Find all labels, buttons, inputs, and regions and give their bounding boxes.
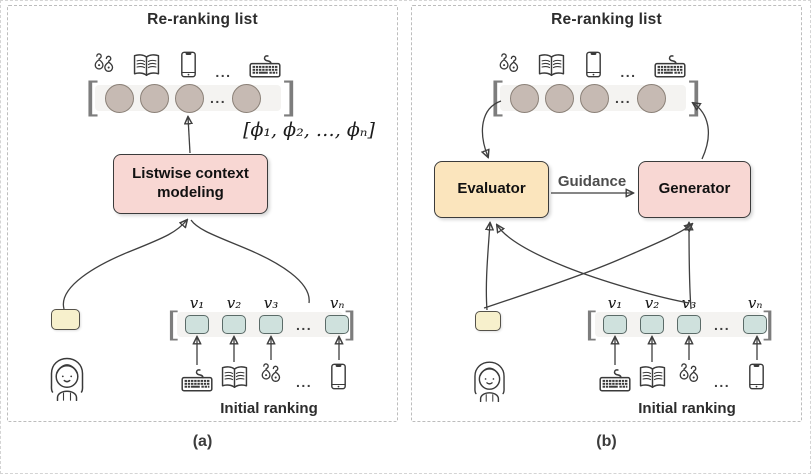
ellipsis: ... — [296, 316, 313, 333]
ellipsis: ... — [714, 374, 731, 390]
reranking-slots-a: ... — [95, 83, 281, 113]
bracket-close: ] — [686, 75, 702, 121]
evaluator-box: Evaluator — [434, 161, 549, 218]
bracket-open: [ — [490, 75, 506, 121]
item-slot: v₁ — [185, 296, 209, 334]
reranked-item-circle — [580, 83, 609, 113]
item-label: v₂ — [644, 294, 660, 312]
item-slot: v₂ — [640, 296, 664, 334]
bracket-open: [ — [167, 305, 181, 345]
item-slots-a: v₁ v₂ v₃... vₙ — [177, 296, 350, 337]
user-icon — [467, 357, 512, 402]
ellipsis: ... — [620, 64, 637, 80]
caption-a: (a) — [192, 433, 213, 450]
phone-icon — [178, 50, 199, 79]
initial-items-icon-row-a: ... — [177, 361, 361, 399]
phone-icon — [328, 362, 349, 391]
reranked-items-icon-row-a: ... — [77, 45, 297, 79]
reranked-item-circle — [545, 83, 574, 113]
item-slot: v₁ — [603, 296, 627, 334]
user-embedding-box-a — [51, 309, 80, 330]
reranked-item-circle — [510, 83, 539, 113]
keyboard-icon — [180, 367, 214, 393]
book-icon — [219, 364, 250, 391]
initial-ranking-label-a: Initial ranking — [220, 400, 318, 417]
item-label: v₁ — [189, 294, 205, 312]
phone-icon — [746, 362, 767, 391]
item-slot: v₂ — [222, 296, 246, 334]
earrings-icon — [677, 362, 700, 389]
reranking-slots-b: ... — [500, 83, 686, 113]
item-box — [259, 315, 283, 334]
item-box — [640, 315, 664, 334]
item-label: v₃ — [263, 294, 279, 312]
bracket-open: [ — [85, 75, 101, 121]
ellipsis: ... — [210, 90, 227, 106]
reranked-item-circle — [637, 83, 667, 113]
item-label: v₂ — [226, 294, 242, 312]
listwise-context-modeling-box: Listwise context modeling — [113, 154, 268, 214]
user-icon — [43, 353, 91, 401]
phi-scores-label: [ϕ₁, ϕ₂, …, ϕₙ] — [243, 119, 375, 141]
item-box — [677, 315, 701, 334]
reranked-items-icon-row-b: ... — [482, 45, 702, 79]
item-box — [743, 315, 768, 334]
item-box — [222, 315, 246, 334]
item-label: v₃ — [681, 294, 697, 312]
keyboard-icon — [248, 53, 282, 79]
item-slot: vₙ — [325, 296, 350, 334]
item-label: vₙ — [747, 294, 763, 312]
reranking-list-b: [ ... ] — [490, 75, 702, 121]
item-slot: vₙ — [743, 296, 768, 334]
reranking-list-title-b: Re-ranking list — [551, 11, 662, 28]
book-icon — [131, 52, 162, 79]
ellipsis: ... — [714, 316, 731, 333]
caption-b: (b) — [596, 433, 617, 450]
user-embedding-box-b — [475, 311, 501, 331]
generator-box: Generator — [638, 161, 751, 218]
reranking-list-title-a: Re-ranking list — [147, 11, 258, 28]
keyboard-icon — [653, 53, 687, 79]
item-label: vₙ — [329, 294, 345, 312]
item-box — [325, 315, 350, 334]
initial-ranking-label-b: Initial ranking — [638, 400, 736, 417]
book-icon — [536, 52, 567, 79]
book-icon — [637, 364, 668, 391]
bracket-close: ] — [281, 75, 297, 121]
reranked-item-circle — [232, 83, 262, 113]
item-slots-b: v₁ v₂ v₃... vₙ — [595, 296, 768, 337]
ellipsis: ... — [296, 374, 313, 390]
reranked-item-circle — [105, 83, 134, 113]
item-slot: v₃ — [677, 296, 701, 334]
item-box — [185, 315, 209, 334]
item-label: v₁ — [607, 294, 623, 312]
phone-icon — [583, 50, 604, 79]
keyboard-icon — [598, 367, 632, 393]
ellipsis: ... — [615, 90, 632, 106]
earrings-icon — [259, 362, 282, 389]
ellipsis: ... — [215, 64, 232, 80]
item-slot: v₃ — [259, 296, 283, 334]
reranking-list-a: [ ... ] — [85, 75, 297, 121]
guidance-label: Guidance — [557, 173, 627, 190]
item-box — [603, 315, 627, 334]
reranked-item-circle — [175, 83, 204, 113]
reranked-item-circle — [140, 83, 169, 113]
bracket-open: [ — [585, 305, 599, 345]
initial-items-icon-row-b: ... — [595, 361, 779, 399]
